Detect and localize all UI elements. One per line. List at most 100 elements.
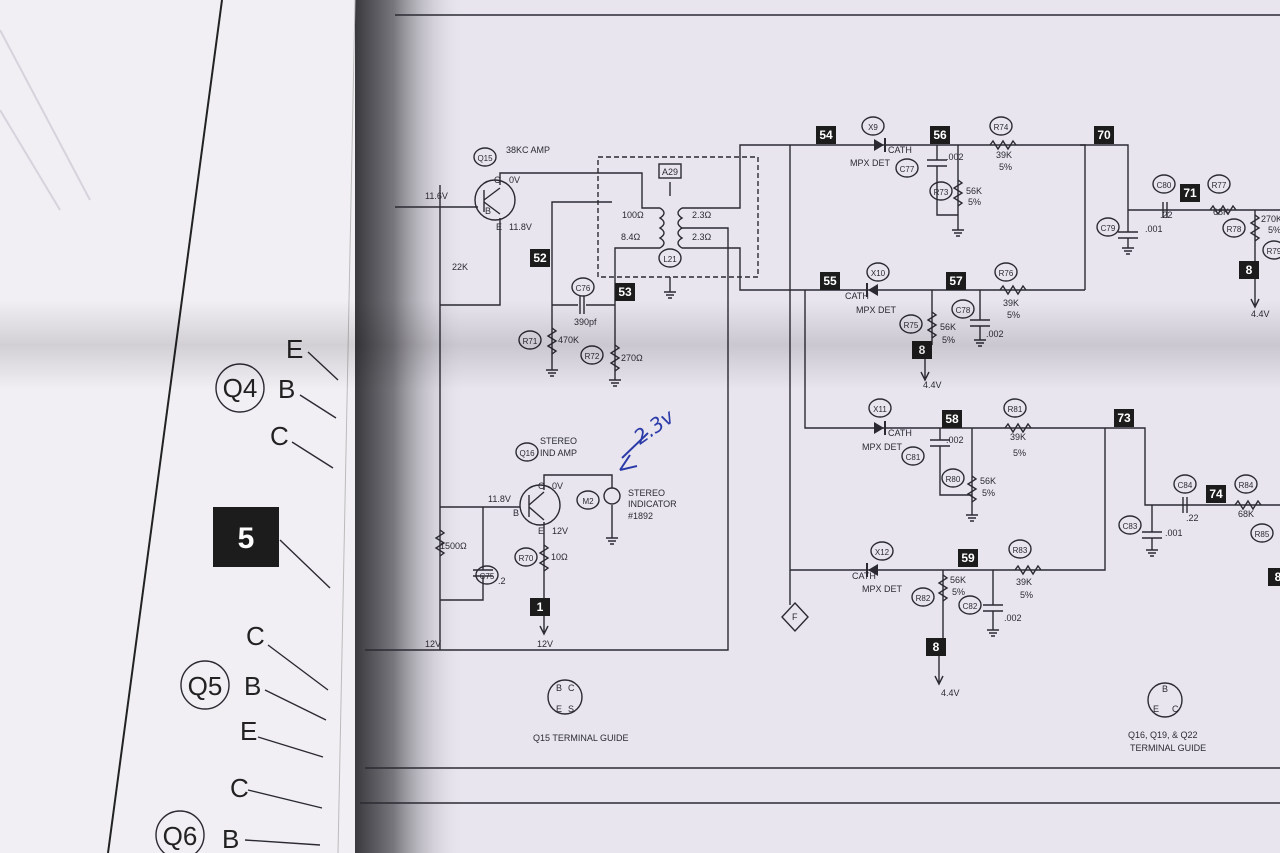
parts-c84-ref-circle: [1173, 474, 1197, 494]
parts-v44-label: 4.4V: [1251, 309, 1270, 319]
parts-c80-ref-circle: [1152, 174, 1176, 194]
parts-r72_v-label: 270Ω: [621, 353, 643, 363]
parts-c80-label: C80: [1157, 181, 1172, 190]
nodes-n59-label: 59: [961, 551, 975, 565]
nodes-n8b-box: [926, 638, 946, 656]
nodes-n70-label: 70: [1097, 128, 1111, 142]
parts-c75-label: C75: [480, 572, 495, 581]
parts-cath-label: CATH: [845, 291, 869, 301]
parts-x10-ref-circle: [866, 262, 890, 282]
nodes-n71-label: 71: [1183, 186, 1197, 200]
transformer-coil-ref-circle: [658, 248, 682, 268]
transformer-sec_top-label: 2.3Ω: [692, 210, 712, 220]
parts-r71_v-label: 470K: [558, 335, 579, 345]
parts-x10-label: X10: [871, 269, 886, 278]
parts-c79-label: C79: [1101, 224, 1116, 233]
parts-r78_v-label: 270K: [1261, 214, 1280, 224]
parts-r81-label: R81: [1008, 405, 1023, 414]
q16-terminal-guide-symbol: [1147, 682, 1183, 718]
parts-r80-ref-circle: [941, 468, 965, 488]
page-border-lines: [360, 14, 1280, 804]
transformer-a29-box: [597, 156, 759, 278]
parts-pct-label: 5%: [999, 162, 1012, 172]
nodes-n56-label: 56: [933, 128, 947, 142]
parts-r84_v-label: 68K: [1238, 509, 1254, 519]
parts-q16_b-label: B: [513, 508, 519, 518]
nodes-n58-label: 58: [945, 412, 959, 426]
parts-r74-ref-circle: [989, 116, 1013, 136]
parts-r85-label: R85: [1255, 530, 1270, 539]
parts-x11-ref-circle: [868, 398, 892, 418]
parts-c83-label: C83: [1123, 522, 1138, 531]
nodes-n57-label: 57: [949, 274, 963, 288]
q15-b_v-label: 11.6V: [425, 191, 448, 201]
parts-c75_v-label: .2: [498, 576, 506, 586]
transformer-pri_bot-label: 8.4Ω: [621, 232, 641, 242]
parts-r78-ref-circle: [1222, 218, 1246, 238]
parts-r73-label: R73: [934, 188, 949, 197]
left_page-q5-label: Q5: [188, 671, 223, 701]
parts-r70-label: R70: [519, 554, 534, 563]
terminal_guides-q15_pins-3-label: S: [568, 704, 574, 714]
left_page-q4_pins-2-label: C: [270, 421, 289, 451]
parts-c82_v-label: .002: [1004, 613, 1022, 623]
left_page-q6_pins-1-label: B: [222, 824, 239, 853]
parts-c81-ref-circle: [901, 446, 925, 466]
transformer-coil-label: L21: [663, 255, 677, 264]
parts-q16_t1-label: STEREO: [540, 436, 577, 446]
parts-c81-label: C81: [906, 453, 921, 462]
parts-r75_v-label: 56K: [940, 322, 956, 332]
parts-pct-label: 5%: [1268, 225, 1280, 235]
parts-m2_t2-label: INDICATOR: [628, 499, 677, 509]
parts-r79-label: R79: [1267, 247, 1280, 256]
parts-x9-label: X9: [868, 123, 878, 132]
transformer-sec_bot-label: 2.3Ω: [692, 232, 712, 242]
parts-m2-label: M2: [582, 497, 594, 506]
parts-c79_v-label: .001: [1145, 224, 1163, 234]
parts-r70-ref-circle: [514, 547, 538, 567]
parts-r83-label: R83: [1013, 546, 1028, 555]
parts-pct-label: 5%: [982, 488, 995, 498]
parts-q16_b_v-label: 11.8V: [488, 494, 511, 504]
parts-r80_v-label: 56K: [980, 476, 996, 486]
parts-r74_v-label: 39K: [996, 150, 1012, 160]
nodes-n53-label: 53: [618, 285, 632, 299]
terminal_guides-q15-label: Q15 TERMINAL GUIDE: [533, 733, 629, 743]
transformer-ref-label: A29: [662, 167, 678, 177]
left_page-q6-label: Q6: [163, 821, 198, 851]
parts-r78-label: R78: [1227, 225, 1242, 234]
parts-r76-label: R76: [999, 269, 1014, 278]
parts-v44-label: 4.4V: [923, 380, 942, 390]
parts-r73_v-label: 56K: [966, 186, 982, 196]
parts-r79-ref-circle: [1262, 240, 1280, 260]
nodes-n8d-box: [1268, 568, 1280, 586]
nodes-n74-box: [1206, 485, 1226, 503]
nodes-n55-label: 55: [823, 274, 837, 288]
page-fold-shadow: [355, 0, 465, 853]
parts-c78_v-label: .002: [986, 329, 1004, 339]
parts-x11-label: X11: [873, 405, 887, 414]
parts-q16_e-label: E: [538, 526, 544, 536]
left_page-q5_pins-1-label: B: [244, 671, 261, 701]
left_page-q4_pins-0-label: E: [286, 334, 303, 364]
parts-cath-label: CATH: [888, 428, 912, 438]
parts-cath-label: CATH: [888, 145, 912, 155]
parts-c78-label: C78: [956, 306, 971, 315]
parts-r76-ref-circle: [994, 262, 1018, 282]
parts-x12-ref-circle: [870, 541, 894, 561]
nodes-n71-box: [1180, 184, 1200, 202]
terminal_guides-q16_pins-2-label: C: [1172, 704, 1179, 714]
left-page: [0, 0, 390, 853]
parts-r84-ref-circle: [1234, 474, 1258, 494]
parts-m2_t1-label: STEREO: [628, 488, 665, 498]
parts-r82_v-label: 56K: [950, 575, 966, 585]
nodes-n8c-box: [1239, 261, 1259, 279]
parts-r84-label: R84: [1239, 481, 1254, 490]
q15-e-label: E: [496, 222, 502, 232]
nodes-n8a-label: 8: [919, 343, 926, 357]
nodes-n56-box: [930, 126, 950, 144]
parts-c77_v-label: .002: [946, 152, 964, 162]
parts-c76_v-label: 390pf: [574, 317, 597, 327]
parts-r77_v-label: 68K: [1213, 207, 1229, 217]
parts-mpx-label: MPX DET: [862, 584, 903, 594]
